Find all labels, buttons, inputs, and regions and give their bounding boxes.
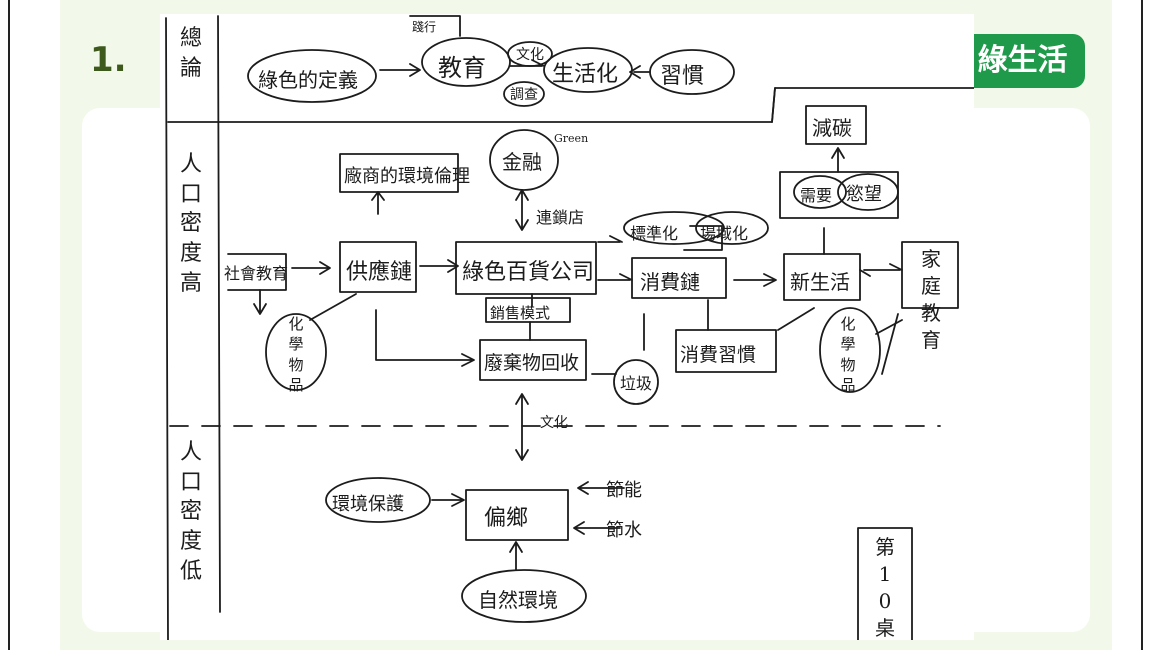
- node-green-definition: 綠色的定義: [258, 68, 358, 92]
- node-waste: 垃圾: [620, 374, 653, 393]
- node-culture-link: 文化: [540, 415, 568, 431]
- node-consume-chain: 消費鏈: [640, 270, 700, 294]
- node-new-life: 新生活: [790, 270, 850, 294]
- node-vendor-ethics: 廠商的環境倫理: [344, 166, 470, 187]
- node-save-water: 節水: [606, 520, 642, 541]
- node-social-education: 社會教育: [224, 264, 289, 283]
- node-desire: 慾望: [846, 184, 882, 205]
- section-overview: 總論: [179, 26, 202, 81]
- section-low-density: 人口密度低: [179, 440, 202, 584]
- node-environmental-protection: 環境保護: [332, 494, 404, 515]
- node-chemicals-right: 化學物品: [840, 315, 856, 394]
- node-chemicals-left: 化學物品: [288, 315, 304, 394]
- node-standardization: 標準化: [630, 224, 679, 243]
- node-life: 生活化: [552, 62, 619, 87]
- node-education: 教育: [438, 54, 486, 82]
- node-habit: 習慣: [660, 64, 705, 89]
- node-culture: 文化: [516, 47, 544, 63]
- brand-logo: 綠生活: [960, 34, 1085, 88]
- node-research: 調查: [510, 87, 538, 103]
- section-high-density: 人口密度高: [179, 152, 202, 296]
- node-family-education: 家庭教育: [921, 247, 941, 352]
- node-chain-store: 連鎖店: [536, 208, 585, 227]
- node-green-department-store: 綠色百貨公司: [462, 260, 595, 285]
- node-supply-chain: 供應鏈: [346, 260, 413, 285]
- node-finance: 金融: [502, 150, 542, 174]
- node-demand: 需要: [800, 186, 833, 205]
- node-natural-environment: 自然環境: [478, 588, 558, 612]
- node-rural-area: 偏鄉: [484, 506, 529, 531]
- node-practice: 踐行: [412, 20, 437, 34]
- hand-drawn-diagram: 總論 人口密度高 人口密度低 綠色的定義 踐行 教育 文化 調查 生活化 習慣 …: [160, 14, 974, 640]
- node-save-energy: 節能: [606, 480, 642, 501]
- node-market: 場域化: [700, 224, 749, 243]
- node-sales-model: 銷售模式: [490, 304, 551, 322]
- diagram-lines: [165, 15, 974, 640]
- node-green-tag: Green: [554, 132, 589, 145]
- node-carbon-reduction: 減碳: [812, 116, 852, 140]
- slide-number: 1.: [90, 40, 127, 80]
- node-recycle: 廢棄物回收: [484, 352, 580, 374]
- node-consume-habit: 消費習慣: [680, 344, 757, 366]
